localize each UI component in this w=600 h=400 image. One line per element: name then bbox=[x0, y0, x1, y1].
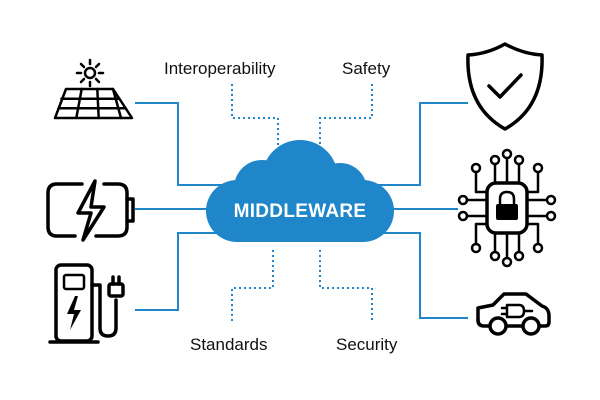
dotted-security bbox=[319, 250, 373, 322]
middleware-label: MIDDLEWARE bbox=[233, 201, 367, 222]
circuit-lock-icon bbox=[457, 148, 557, 268]
connector-charger bbox=[135, 232, 228, 311]
shield-check-icon bbox=[466, 42, 544, 131]
connector-solar bbox=[135, 102, 228, 186]
middleware-cloud bbox=[206, 140, 394, 242]
concept-security: Security bbox=[336, 335, 398, 354]
concept-safety: Safety bbox=[342, 59, 391, 78]
electric-car-icon bbox=[476, 292, 551, 336]
ev-charger-icon bbox=[48, 263, 125, 344]
concept-standards: Standards bbox=[190, 335, 268, 354]
connector-car bbox=[372, 232, 468, 319]
battery-charging-icon bbox=[46, 179, 135, 242]
dotted-interoperability bbox=[231, 84, 279, 150]
solar-panel-icon bbox=[53, 58, 134, 120]
connector-shield bbox=[372, 102, 468, 186]
dotted-safety bbox=[319, 84, 373, 150]
dotted-standards bbox=[231, 250, 274, 322]
concept-interoperability: Interoperability bbox=[164, 59, 276, 78]
